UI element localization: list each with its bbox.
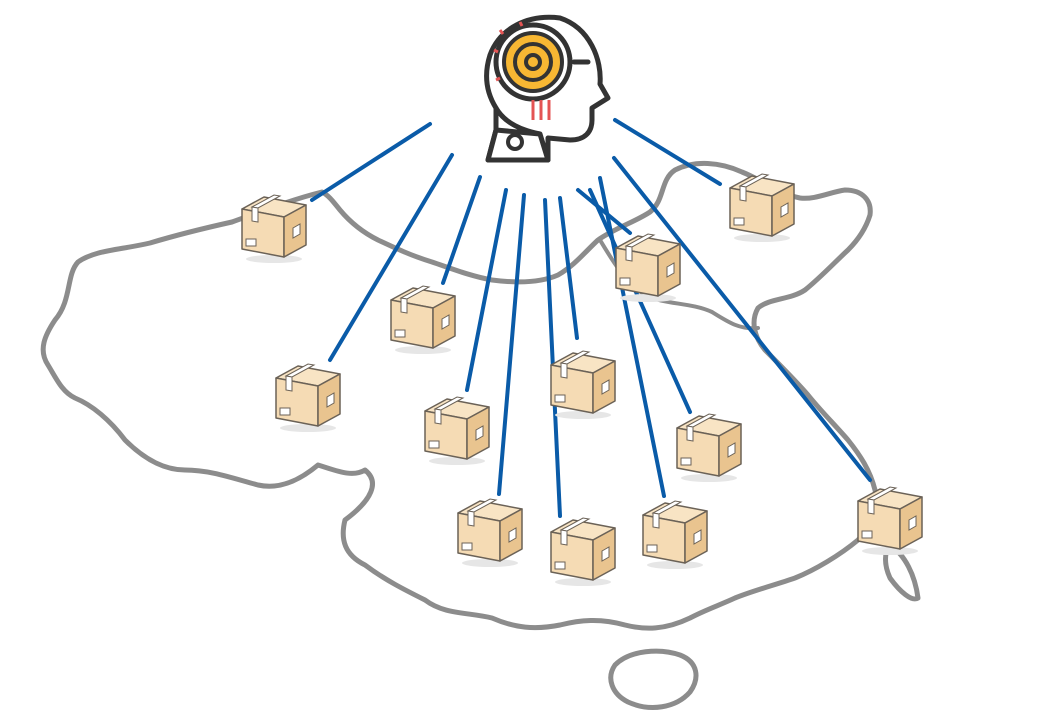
connection-line — [441, 175, 482, 285]
map-island-south — [608, 648, 699, 710]
package-box-icon — [615, 233, 681, 303]
package-box-icon — [729, 173, 795, 243]
connection-line — [543, 198, 562, 518]
connection-lines — [310, 118, 872, 518]
connection-line — [465, 188, 508, 392]
package-box-icon — [241, 194, 307, 264]
connection-line — [613, 118, 722, 186]
connection-line — [576, 188, 632, 235]
map-outline — [40, 160, 879, 631]
connection-line — [497, 193, 526, 496]
package-box-icon — [550, 517, 616, 587]
ai-robot-head-icon — [484, 14, 611, 163]
package-box-icon — [390, 285, 456, 355]
package-box-icon — [642, 500, 708, 570]
connection-line — [598, 176, 666, 498]
package-box-icon — [275, 363, 341, 433]
package-box-icon — [424, 396, 490, 466]
connection-line — [612, 156, 872, 482]
connection-line — [558, 196, 579, 340]
package-box-icon — [676, 413, 742, 483]
map-island-east — [883, 542, 921, 602]
package-box-icon — [857, 486, 923, 556]
package-box-icon — [550, 350, 616, 420]
connection-line — [310, 122, 432, 202]
connection-line — [328, 153, 454, 362]
package-box-icon — [457, 498, 523, 568]
